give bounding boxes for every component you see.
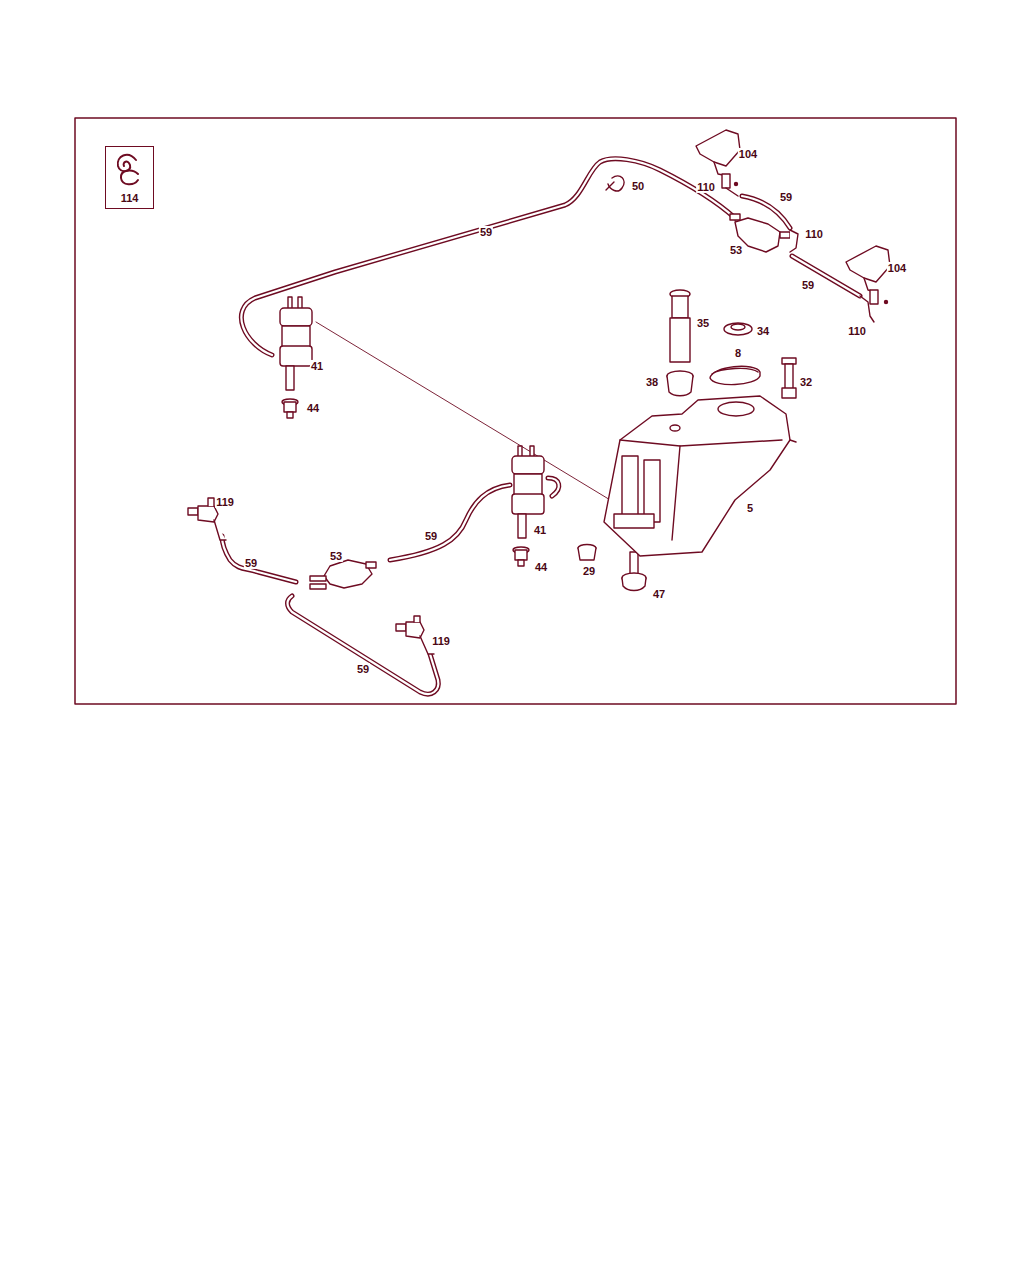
callout-number: 41	[310, 360, 324, 372]
callout-number: 50	[631, 180, 645, 192]
frame	[75, 118, 956, 704]
hose-clip-icon	[118, 155, 138, 184]
callout-number: 53	[329, 550, 343, 562]
filler-tube	[670, 290, 690, 362]
callout-number: 41	[533, 524, 547, 536]
callout-number: 8	[734, 347, 742, 359]
callout-number: 47	[652, 588, 666, 600]
callout-number: 119	[215, 496, 235, 508]
callout-number: 59	[479, 226, 493, 238]
grommet	[282, 399, 298, 418]
callout-number: 5	[746, 502, 754, 514]
reference-box: 114	[105, 146, 154, 209]
check-valve	[310, 560, 376, 589]
seal	[622, 552, 646, 591]
callout-number: 34	[756, 325, 770, 337]
ring	[724, 323, 752, 335]
reservoir-tank	[604, 396, 796, 556]
grommet	[513, 547, 529, 566]
callout-number: 110	[696, 181, 716, 193]
callout-number: 59	[424, 530, 438, 542]
reference-number: 114	[106, 192, 153, 204]
grommet	[578, 545, 596, 561]
callout-number: 32	[799, 376, 813, 388]
callout-number: 104	[887, 262, 907, 274]
level-sensor	[782, 358, 796, 398]
hoses-outer	[222, 159, 860, 694]
callout-number: 53	[729, 244, 743, 256]
grommet	[667, 371, 693, 396]
washer-nozzle	[188, 498, 434, 654]
callout-number: 110	[847, 325, 867, 337]
hoses-inner	[222, 159, 860, 694]
callout-number: 35	[696, 317, 710, 329]
callout-number: 59	[244, 557, 258, 569]
clip	[606, 176, 624, 191]
callout-number: 104	[738, 148, 758, 160]
callout-number: 110	[804, 228, 824, 240]
callout-number: 38	[645, 376, 659, 388]
washer-nozzle	[696, 130, 890, 304]
leader-line	[316, 322, 640, 518]
callout-number: 44	[534, 561, 548, 573]
callout-number: 119	[431, 635, 451, 647]
callout-number: 59	[356, 663, 370, 675]
callout-number: 59	[779, 191, 793, 203]
callout-number: 29	[582, 565, 596, 577]
callout-number: 59	[801, 279, 815, 291]
callout-number: 44	[306, 402, 320, 414]
hose-connector	[790, 230, 874, 322]
pump	[280, 297, 312, 390]
cap	[710, 366, 760, 384]
